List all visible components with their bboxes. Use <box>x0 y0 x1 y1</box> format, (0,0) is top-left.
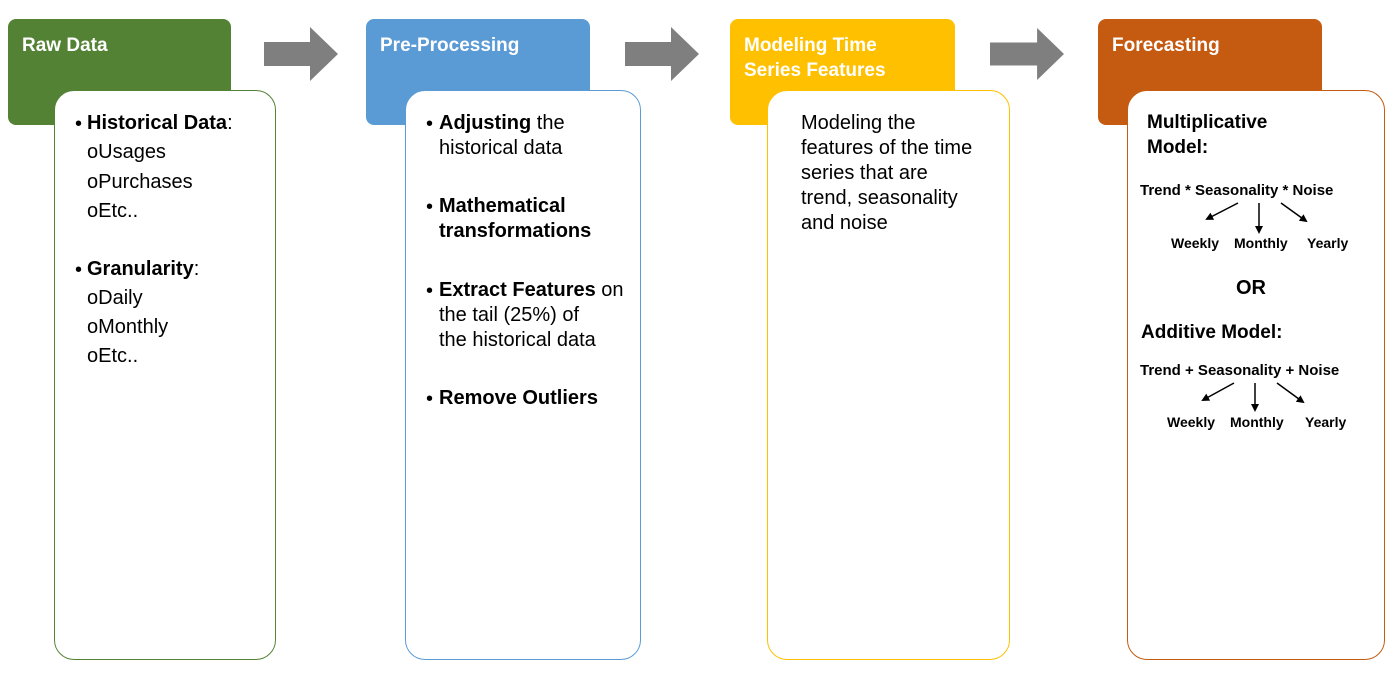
flow-arrow <box>264 27 338 81</box>
flow-arrow <box>990 27 1064 81</box>
adjusting-line2: historical data <box>439 137 563 159</box>
sub-item-purchases: oPurchases <box>87 171 193 193</box>
extract-features-item: Extract Features on <box>439 278 624 303</box>
additive-formula: Trend + Seasonality + Noise <box>1140 362 1340 379</box>
sub-item-etc: oEtc.. <box>87 200 139 222</box>
stage-card-pre-processing: • Adjusting the historical data • Mathem… <box>405 90 641 660</box>
historical-data-item: Historical Data: <box>87 111 233 136</box>
sub-item-etc: oEtc.. <box>87 345 139 367</box>
bullet: • <box>426 113 434 135</box>
granularity-item: Granularity: <box>87 257 199 282</box>
historical-data-label: Historical Data <box>87 112 228 134</box>
modeling-text-line3: series that are <box>801 162 928 184</box>
modeling-text-line4: trend, seasonality <box>801 187 958 209</box>
stage-card-modeling: Modeling the features of the time series… <box>767 90 1010 660</box>
multiplicative-monthly: Monthly <box>1234 235 1288 251</box>
modeling-text-line5: and noise <box>801 212 888 234</box>
extract-features-label: Extract Features <box>439 279 596 301</box>
colon: : <box>193 258 200 280</box>
remove-outliers-item: Remove Outliers <box>439 387 598 409</box>
or-separator: OR <box>1236 277 1266 299</box>
multiplicative-title-line1: Multiplicative <box>1147 112 1268 133</box>
adjusting-rest: the <box>531 112 565 134</box>
stage-title: Modeling Time Series Features <box>744 35 886 81</box>
additive-title: Additive Model: <box>1141 322 1283 343</box>
colon: : <box>227 112 233 134</box>
extract-features-rest: on <box>595 279 624 301</box>
sub-item-monthly: oMonthly <box>87 316 169 338</box>
stage-card-raw-data: • Historical Data: oUsages oPurchases oE… <box>54 90 276 660</box>
bullet: • <box>426 196 434 218</box>
math-transform-line2: transformations <box>439 220 592 242</box>
bullet: • <box>426 388 434 410</box>
stage-title: Forecasting <box>1112 35 1220 56</box>
multiplicative-yearly: Yearly <box>1307 235 1349 251</box>
adjusting-label: Adjusting <box>439 112 532 134</box>
granularity-label: Granularity <box>87 258 194 280</box>
sub-item-daily: oDaily <box>87 287 143 309</box>
additive-weekly: Weekly <box>1167 414 1215 430</box>
modeling-text-line1: Modeling the <box>801 112 916 134</box>
bullet: • <box>75 259 83 281</box>
multiplicative-weekly: Weekly <box>1171 235 1219 251</box>
adjusting-item: Adjusting the <box>439 111 565 136</box>
stage-title: Raw Data <box>22 35 108 56</box>
extract-features-line3: the historical data <box>439 329 596 351</box>
bullet: • <box>426 280 434 302</box>
math-transform-line1: Mathematical <box>439 195 566 217</box>
stage-card-forecasting <box>1127 90 1385 660</box>
additive-yearly: Yearly <box>1305 414 1347 430</box>
modeling-text-line2: features of the time <box>801 137 973 159</box>
multiplicative-formula: Trend * Seasonality * Noise <box>1140 182 1334 199</box>
bullet: • <box>75 113 83 135</box>
sub-item-usages: oUsages <box>87 141 166 163</box>
multiplicative-title-line2: Model: <box>1147 137 1209 158</box>
extract-features-line2: the tail (25%) of <box>439 304 580 326</box>
flow-arrow <box>625 27 699 81</box>
stage-title: Pre-Processing <box>380 35 520 56</box>
additive-monthly: Monthly <box>1230 414 1284 430</box>
